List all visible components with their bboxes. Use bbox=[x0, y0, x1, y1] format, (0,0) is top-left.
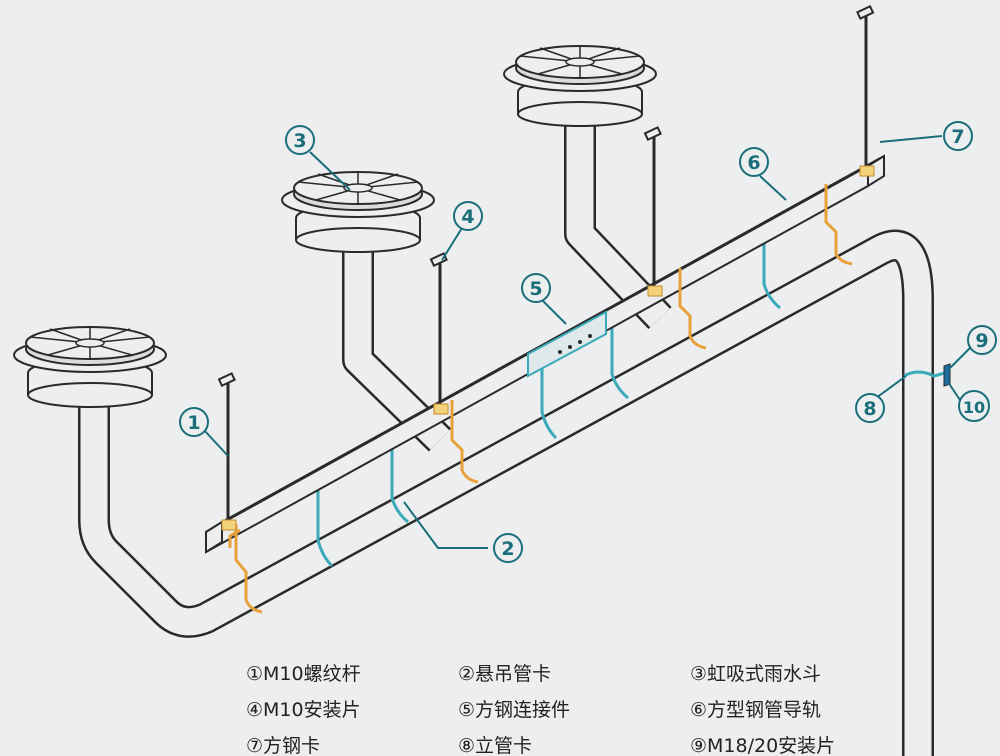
legend-item-3: ③虹吸式雨水斗 bbox=[690, 663, 821, 685]
callout-7: 7 bbox=[943, 121, 973, 151]
callout-1: 1 bbox=[179, 407, 209, 437]
steel-clamps bbox=[228, 184, 853, 614]
roof-drain-left bbox=[13, 326, 167, 408]
callout-5: 5 bbox=[521, 273, 551, 303]
legend-item-9: ⑨M18/20安装片 bbox=[690, 735, 835, 756]
callouts: 1 2 3 4 5 6 7 8 bbox=[179, 121, 997, 563]
svg-text:4: 4 bbox=[461, 206, 474, 228]
callout-9: 9 bbox=[967, 325, 997, 355]
svg-text:3: 3 bbox=[293, 130, 306, 152]
pipe-clamp bbox=[390, 440, 409, 524]
steel-connector bbox=[527, 310, 607, 378]
callout-8: 8 bbox=[855, 393, 885, 423]
legend-item-5: ⑤方钢连接件 bbox=[458, 699, 570, 721]
svg-text:8: 8 bbox=[863, 398, 876, 420]
svg-text:10: 10 bbox=[963, 398, 985, 417]
mounting-plates bbox=[221, 165, 875, 531]
pipe-clamp bbox=[610, 318, 629, 400]
legend-item-8: ⑧立管卡 bbox=[458, 735, 532, 756]
connector-bolts bbox=[558, 334, 592, 354]
callout-3: 3 bbox=[285, 125, 315, 155]
svg-text:9: 9 bbox=[975, 330, 988, 352]
hanger-rods bbox=[226, 14, 868, 526]
leader-lines bbox=[203, 135, 971, 549]
roof-drain-middle bbox=[281, 171, 435, 253]
callout-2: 2 bbox=[493, 533, 523, 563]
svg-text:7: 7 bbox=[951, 126, 964, 148]
pipe-clamp bbox=[762, 226, 781, 310]
pipe-clamps bbox=[316, 226, 781, 568]
svg-text:2: 2 bbox=[501, 538, 514, 560]
legend-item-7: ⑦方钢卡 bbox=[246, 735, 320, 756]
svg-text:6: 6 bbox=[747, 152, 760, 174]
callout-10: 10 bbox=[958, 390, 990, 422]
callout-6: 6 bbox=[739, 147, 769, 177]
svg-text:5: 5 bbox=[529, 278, 542, 300]
square-steel-rail bbox=[205, 154, 885, 554]
legend-item-1: ①M10螺纹杆 bbox=[246, 663, 361, 685]
legend-item-2: ②悬吊管卡 bbox=[458, 663, 551, 685]
legend-item-6: ⑥方型钢管导轨 bbox=[690, 699, 821, 721]
pipe-clamp bbox=[540, 356, 558, 440]
callout-4: 4 bbox=[453, 201, 483, 231]
pipe-network bbox=[78, 110, 934, 756]
pipe-clamp bbox=[316, 484, 334, 568]
svg-text:1: 1 bbox=[187, 412, 200, 434]
roof-drain-top bbox=[503, 45, 657, 127]
rod-caps bbox=[217, 4, 875, 388]
legend-item-4: ④M10安装片 bbox=[246, 699, 361, 721]
legend: ①M10螺纹杆 ②悬吊管卡 ③虹吸式雨水斗 ④M10安装片 ⑤方钢连接件 ⑥方型… bbox=[246, 663, 835, 756]
